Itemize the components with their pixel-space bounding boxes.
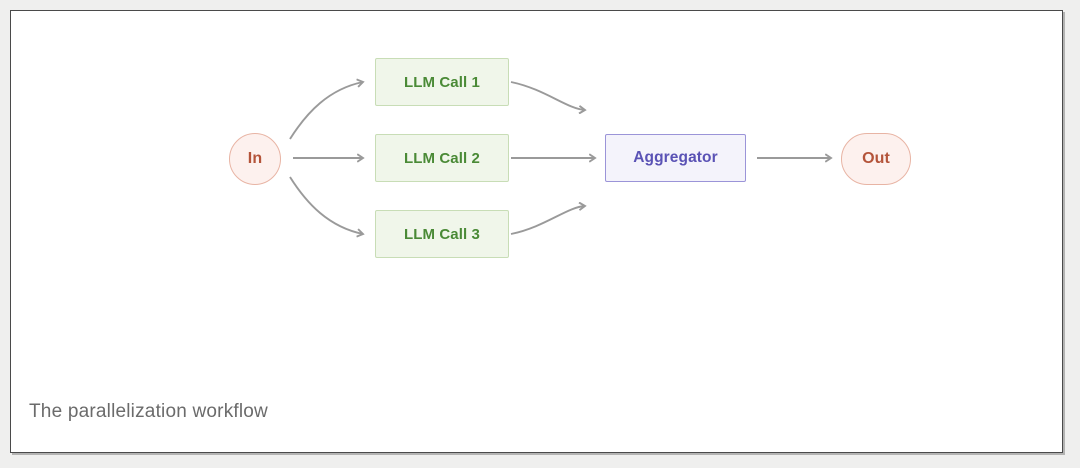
node-llm-call-2[interactable]: LLM Call 2 — [375, 134, 509, 182]
edge-in-to-llm-call-3 — [289, 176, 363, 234]
diagram-card: In LLM Call 1 LLM Call 2 LLM Call 3 Aggr… — [10, 10, 1063, 453]
edge-llm-call-3-to-aggregator — [510, 206, 585, 235]
connector-layer — [289, 11, 1064, 454]
node-aggregator[interactable]: Aggregator — [605, 134, 746, 182]
node-in[interactable]: In — [229, 133, 281, 185]
edge-llm-call-1-to-aggregator — [510, 81, 585, 110]
diagram-caption: The parallelization workflow — [29, 401, 268, 422]
edge-in-to-llm-call-1 — [289, 82, 363, 140]
node-out[interactable]: Out — [841, 133, 911, 185]
node-llm-call-1[interactable]: LLM Call 1 — [375, 58, 509, 106]
node-llm-call-3[interactable]: LLM Call 3 — [375, 210, 509, 258]
